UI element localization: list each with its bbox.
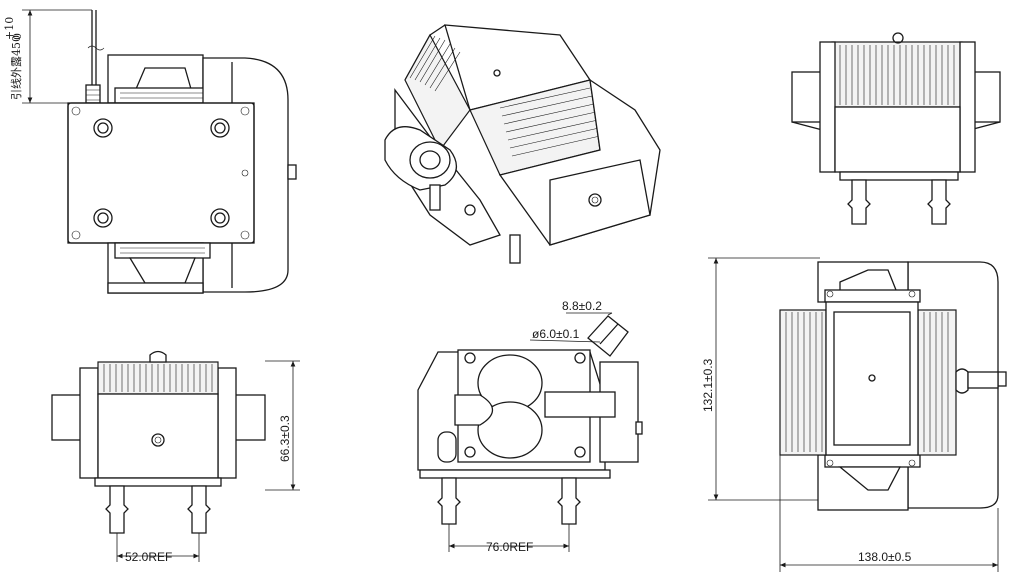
view-side-middle: 8.8±0.2 ø6.0±0.1 76.0REF (417, 299, 643, 554)
main-height-dim: 132.1±0.3 (701, 358, 715, 412)
view-top-right (791, 32, 1001, 225)
view-front-left: 66.3±0.3 52.0REF (51, 350, 300, 564)
main-width-dim: 138.0±0.5 (858, 550, 912, 564)
view-top-left: 引线外露450 +10 0 (3, 9, 297, 294)
front-left-height-dim: 66.3±0.3 (278, 415, 292, 462)
lead-tolerance-lower: 0 (11, 33, 24, 40)
view-isometric (384, 24, 661, 264)
front-left-width-dim: 52.0REF (125, 550, 172, 564)
outlet-dim: 8.8±0.2 (562, 299, 602, 313)
view-main-right: 132.1±0.3 138.0±0.5 (701, 257, 1007, 572)
lead-length-label: 引线外露450 (9, 35, 23, 100)
side-middle-width-dim: 76.0REF (486, 540, 533, 554)
lead-tolerance-upper: +10 (3, 17, 16, 40)
diameter-dim: ø6.0±0.1 (532, 327, 580, 341)
